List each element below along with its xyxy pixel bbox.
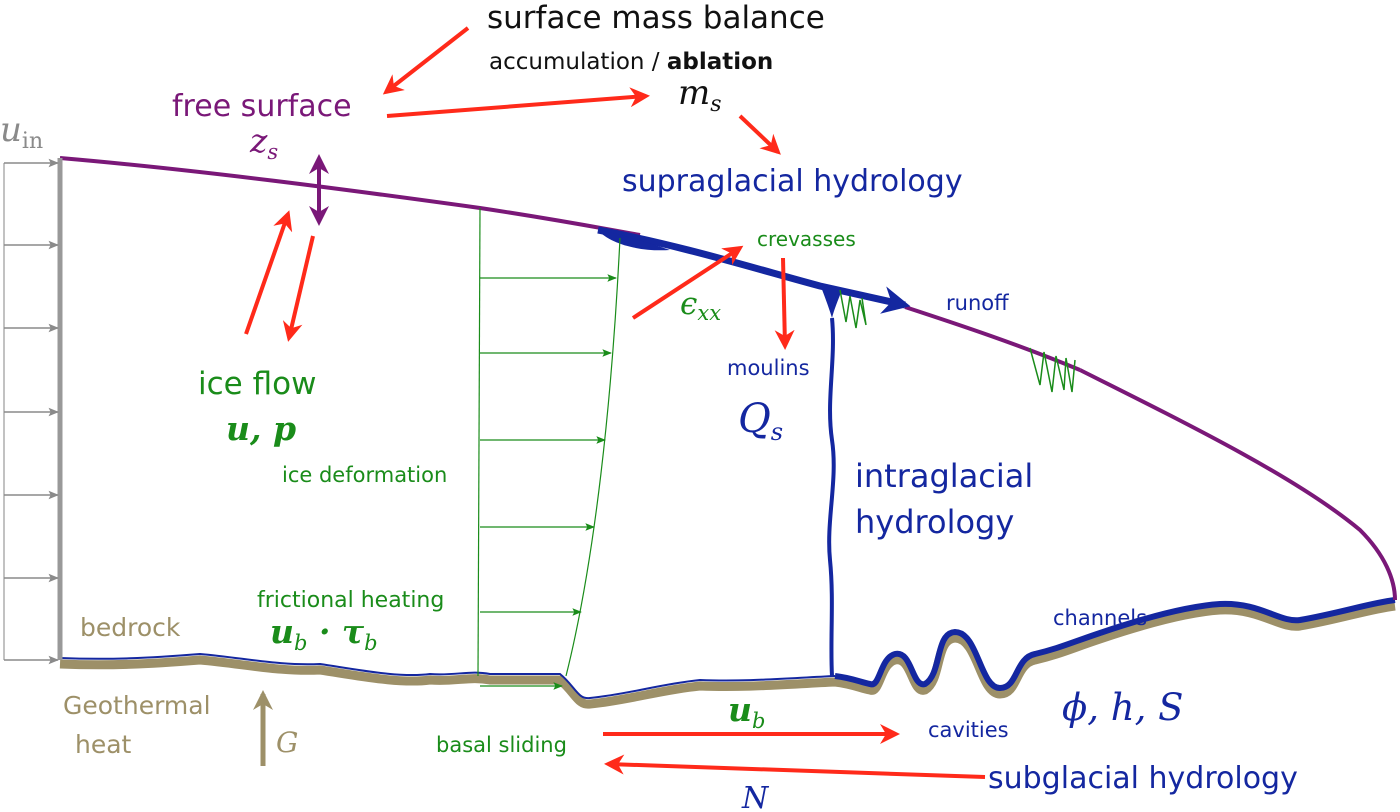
crevasses-label: crevasses — [757, 227, 856, 251]
process-arrows — [244, 26, 986, 779]
N-symbol: N — [741, 781, 770, 812]
friction-dot-tau: · τ — [307, 612, 364, 651]
strain-to-crevasses-arrow — [631, 245, 744, 320]
smb-ablation: ablation — [667, 49, 773, 75]
free-surface-line-right — [904, 305, 1081, 372]
Qs-sub: s — [771, 418, 783, 446]
ice-flow-down-arrow — [282, 235, 315, 342]
free-surface-line — [59, 156, 641, 237]
friction-u-sub: b — [294, 631, 307, 655]
free-surface-label: free surface — [172, 89, 352, 124]
smb-accumulation: accumulation / — [489, 49, 667, 75]
crevasse-zigzag — [1029, 347, 1076, 393]
ice-flow-label: ice flow — [198, 366, 316, 402]
ice-flow-up-arrow — [244, 210, 293, 335]
subglacial-to-sliding-arrow — [604, 754, 986, 779]
ice-deformation-label: ice deformation — [282, 463, 447, 487]
zs-symbol-sub: s — [267, 140, 278, 164]
crevasses-to-moulins-arrow — [774, 257, 795, 350]
geothermal-label-line2: heat — [75, 730, 132, 759]
strain-rate-symbol: ϵxx — [680, 286, 721, 325]
velocity-profile-base — [477, 207, 481, 677]
ms-symbol-sub: s — [710, 92, 721, 117]
inflow-velocity-arrows — [4, 158, 60, 665]
strain-rate-base: ϵ — [680, 286, 697, 322]
smb-subtitle: accumulation / ablation — [489, 49, 773, 75]
cavities-label: cavities — [928, 718, 1009, 742]
crevasse-zigzag — [839, 289, 867, 329]
ms-symbol: ms — [678, 73, 722, 117]
u-in-sub: in — [22, 129, 43, 154]
zs-symbol: zs — [249, 121, 278, 164]
smb-to-free-surface-arrow — [382, 26, 470, 95]
moulin-shaft — [827, 317, 836, 677]
ms-to-supraglacial-arrow — [738, 114, 781, 155]
ice-front — [1079, 368, 1397, 601]
ub-sub: b — [752, 709, 765, 733]
u-in-base: u — [0, 110, 22, 150]
subglacial-label: subglacial hydrology — [988, 761, 1298, 796]
ub-base: u — [728, 690, 752, 729]
frictional-heating-label: frictional heating — [257, 588, 444, 613]
channels-label: channels — [1053, 606, 1147, 630]
frictional-heating-expr: ub · τb — [270, 612, 378, 655]
moulins-label: moulins — [727, 356, 810, 380]
glacier-bed — [59, 652, 836, 700]
bedrock-band — [59, 601, 1396, 709]
basal-sliding-label: basal sliding — [436, 733, 567, 757]
strain-rate-sub: xx — [697, 301, 721, 325]
intraglacial-label-line2: hydrology — [855, 503, 1014, 541]
ice-flow-variables: u, p — [226, 409, 296, 448]
ms-symbol-base: m — [678, 73, 710, 113]
friction-u: u — [270, 612, 294, 651]
Qs-base: Q — [738, 396, 771, 442]
zs-symbol-base: z — [249, 121, 268, 160]
free-surface-to-ms-arrow — [386, 87, 650, 118]
subglacial-channels-bed — [834, 597, 1396, 691]
runoff-label: runoff — [946, 291, 1009, 315]
G-symbol: G — [276, 726, 298, 759]
friction-tau-sub: b — [364, 631, 377, 655]
moulin-entrance — [820, 284, 842, 318]
smb-title: surface mass balance — [487, 0, 825, 36]
ub-symbol: ub — [728, 690, 765, 733]
geothermal-label-line1: Geothermal — [63, 691, 211, 720]
phi-h-S-symbols: ϕ, h, S — [1062, 686, 1183, 729]
supraglacial-label: supraglacial hydrology — [622, 164, 963, 199]
supraglacial-lake — [598, 230, 670, 251]
supraglacial-stream — [597, 226, 911, 314]
Qs-symbol: Qs — [738, 396, 783, 446]
velocity-profile-arrows — [480, 274, 617, 690]
intraglacial-label-line1: intraglacial — [855, 457, 1033, 495]
velocity-profile-curve — [565, 237, 621, 677]
u-in-symbol: uin — [0, 110, 43, 154]
bedrock-label: bedrock — [80, 613, 181, 642]
